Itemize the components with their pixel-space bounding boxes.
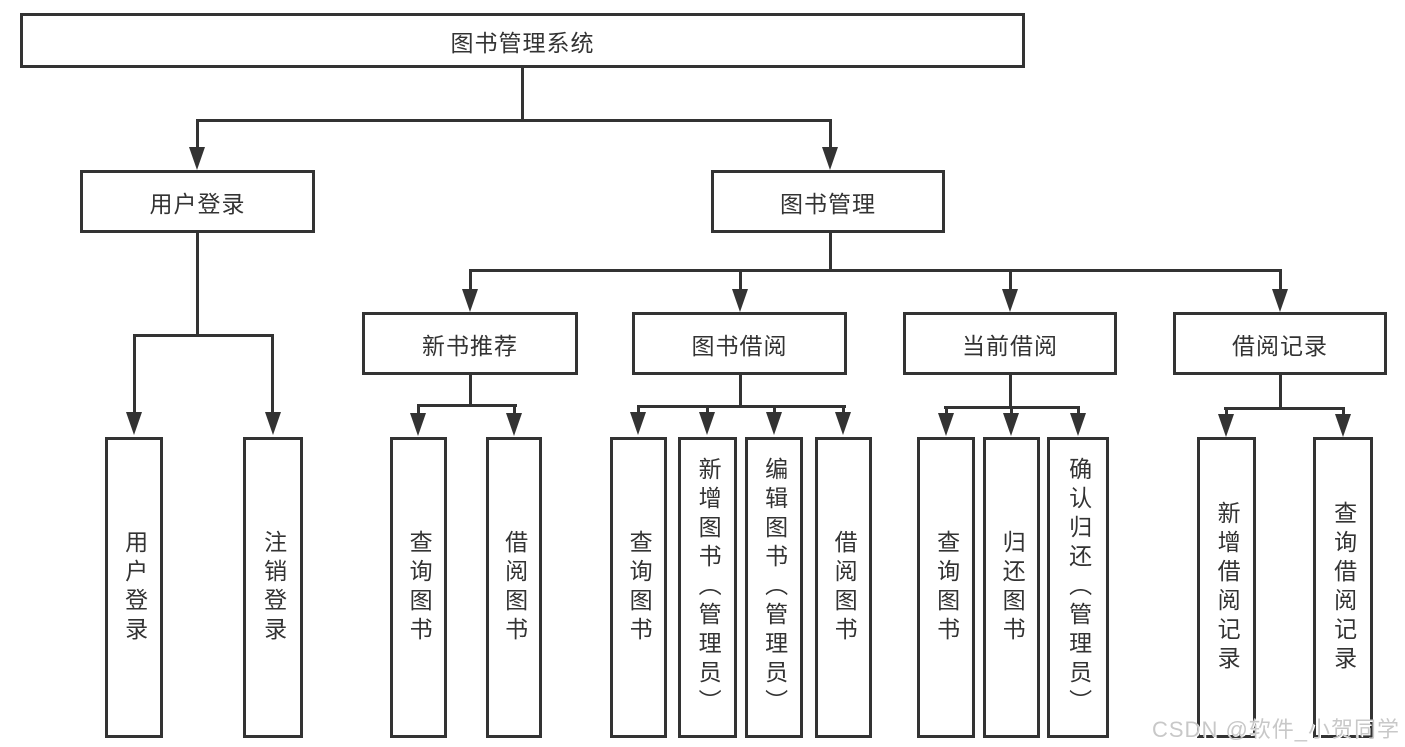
connector-book-borrow-stem xyxy=(739,375,742,407)
connector-borrow-records-crossbar xyxy=(1224,407,1345,410)
node-root: 图书管理系统 xyxy=(20,13,1025,68)
down-arrowhead xyxy=(506,413,522,436)
down-arrowhead xyxy=(126,412,142,435)
leaf-query-borrow-record: 查询借阅记录 xyxy=(1313,437,1373,738)
leaf-add-borrow-record: 新增借阅记录 xyxy=(1197,437,1256,738)
node-book-borrowing: 图书借阅 xyxy=(632,312,847,375)
leaf-add-book-admin: 新增图书（管理员） xyxy=(678,437,737,738)
down-arrowhead xyxy=(1070,413,1086,436)
connector-new-book-crossbar xyxy=(417,404,517,407)
connector-drop xyxy=(1010,406,1013,414)
connector-book-borrow-crossbar xyxy=(637,405,846,408)
down-arrowhead xyxy=(630,412,646,435)
connector-drop xyxy=(773,405,776,413)
leaf-query-books-3: 查询图书 xyxy=(917,437,975,738)
leaf-borrow-books-1: 借阅图书 xyxy=(486,437,542,738)
down-arrowhead xyxy=(1272,289,1288,312)
connector-drop-new-book xyxy=(469,269,472,291)
connector-drop xyxy=(842,405,845,413)
connector-drop-leaf-logout xyxy=(271,334,274,414)
leaf-query-books-2: 查询图书 xyxy=(610,437,667,738)
connector-drop xyxy=(706,405,709,413)
leaf-logout: 注销登录 xyxy=(243,437,303,738)
down-arrowhead xyxy=(938,413,954,436)
connector-current-borrow-stem xyxy=(1009,375,1012,408)
down-arrowhead xyxy=(1003,413,1019,436)
down-arrowhead xyxy=(1335,414,1351,437)
leaf-edit-book-admin: 编辑图书（管理员） xyxy=(745,437,803,738)
connector-user-login-crossbar xyxy=(133,334,274,337)
connector-borrow-records-stem xyxy=(1279,375,1282,409)
down-arrowhead xyxy=(265,412,281,435)
connector-root-stem xyxy=(521,68,524,120)
down-arrowhead xyxy=(699,412,715,435)
connector-drop-user-login xyxy=(196,119,199,149)
connector-root-crossbar xyxy=(196,119,832,122)
leaf-borrow-books-2: 借阅图书 xyxy=(815,437,872,738)
leaf-query-books-1: 查询图书 xyxy=(390,437,447,738)
connector-book-mgmt-crossbar xyxy=(469,269,1282,272)
connector-drop xyxy=(637,405,640,413)
node-new-book-recommend: 新书推荐 xyxy=(362,312,578,375)
connector-drop xyxy=(945,406,948,414)
node-current-borrowing: 当前借阅 xyxy=(903,312,1117,375)
leaf-user-login: 用户登录 xyxy=(105,437,163,738)
connector-drop-borrow-records xyxy=(1279,269,1282,291)
connector-drop xyxy=(513,404,516,414)
connector-drop-current-borrow xyxy=(1009,269,1012,291)
down-arrowhead xyxy=(822,147,838,170)
down-arrowhead xyxy=(410,413,426,436)
down-arrowhead xyxy=(1002,289,1018,312)
connector-user-login-stem xyxy=(196,233,199,336)
down-arrowhead xyxy=(766,412,782,435)
down-arrowhead xyxy=(732,289,748,312)
connector-new-book-stem xyxy=(469,375,472,406)
connector-drop xyxy=(1225,407,1228,415)
node-borrow-records: 借阅记录 xyxy=(1173,312,1387,375)
node-book-management: 图书管理 xyxy=(711,170,945,233)
leaf-confirm-return-admin: 确认归还（管理员） xyxy=(1047,437,1109,738)
connector-drop xyxy=(1342,407,1345,415)
connector-drop xyxy=(1077,406,1080,414)
down-arrowhead xyxy=(462,289,478,312)
connector-drop-leaf-user-login xyxy=(133,334,136,414)
node-user-login: 用户登录 xyxy=(80,170,315,233)
connector-book-mgmt-stem xyxy=(829,233,832,271)
connector-drop-book-management xyxy=(829,119,832,149)
down-arrowhead xyxy=(835,412,851,435)
csdn-watermark: CSDN @软件_小贺同学 xyxy=(1152,717,1401,742)
leaf-return-book: 归还图书 xyxy=(983,437,1040,738)
connector-drop-book-borrow xyxy=(739,269,742,291)
down-arrowhead xyxy=(1218,414,1234,437)
connector-drop xyxy=(417,404,420,414)
down-arrowhead xyxy=(189,147,205,170)
